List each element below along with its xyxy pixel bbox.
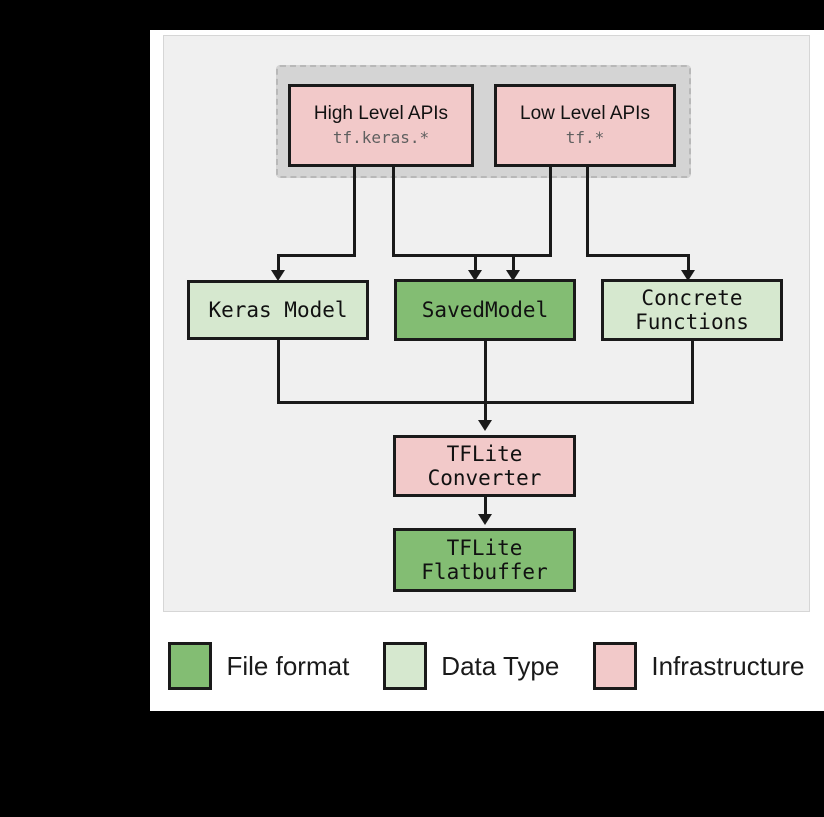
edge-high-api-to-savedmodel-vertical-2 <box>474 254 477 276</box>
edge-high-api-to-savedmodel-vertical-1 <box>392 167 395 256</box>
node-tflite-converter-title-line2: Converter <box>427 466 542 490</box>
node-high-level-apis-subtitle: tf.keras.* <box>332 127 430 147</box>
node-low-level-apis-subtitle: tf.* <box>565 127 605 147</box>
edge-low-api-to-concrete-vertical-2 <box>687 254 690 276</box>
legend-swatch-data-type <box>383 642 428 690</box>
legend: File format Data Type Infrastructure <box>163 630 810 702</box>
arrowhead-to-tflite-converter <box>478 420 492 431</box>
node-keras-model[interactable]: Keras Model <box>187 280 369 340</box>
node-low-level-apis-title: Low Level APIs <box>520 102 650 124</box>
arrowhead-to-concrete-functions <box>681 270 695 281</box>
node-concrete-functions-title-line1: Concrete <box>641 285 743 310</box>
legend-item-infrastructure: Infrastructure <box>593 642 805 690</box>
node-keras-model-title: Keras Model <box>208 297 348 322</box>
arrowhead-to-savedmodel-right <box>506 270 520 281</box>
arrowhead-to-keras-model <box>271 270 285 281</box>
diagram-panel: High Level APIs tf.keras.* Low Level API… <box>163 35 810 612</box>
node-tflite-converter-title-line1: TFLite <box>446 441 523 466</box>
edge-keras-to-bus-vertical <box>277 340 280 404</box>
node-high-level-apis[interactable]: High Level APIs tf.keras.* <box>288 84 474 167</box>
node-low-level-apis[interactable]: Low Level APIs tf.* <box>494 84 676 167</box>
node-saved-model[interactable]: SavedModel <box>394 279 576 341</box>
legend-label-data-type: Data Type <box>441 650 560 681</box>
edge-high-api-to-keras-vertical-1 <box>353 167 356 256</box>
node-concrete-functions-title-line2: Functions <box>635 310 749 334</box>
legend-label-file-format: File format <box>226 650 350 681</box>
diagram-card: High Level APIs tf.keras.* Low Level API… <box>150 30 824 711</box>
edge-savedmodel-to-converter-vertical <box>484 341 487 421</box>
arrowhead-to-tflite-flatbuffer <box>478 514 492 525</box>
legend-item-data-type: Data Type <box>383 642 559 690</box>
legend-swatch-file-format <box>168 642 213 690</box>
node-tflite-flatbuffer-title-line2: Flatbuffer <box>421 560 548 584</box>
node-high-level-apis-title: High Level APIs <box>313 102 449 124</box>
edge-high-api-to-keras-horizontal <box>277 254 356 257</box>
edge-low-api-to-concrete-horizontal <box>586 254 689 257</box>
edge-concrete-to-bus-vertical <box>691 341 694 404</box>
legend-swatch-infrastructure <box>593 642 638 690</box>
edge-low-api-to-savedmodel-vertical-1 <box>549 167 552 256</box>
edge-converter-to-flatbuffer-vertical <box>484 497 487 518</box>
node-saved-model-title: SavedModel <box>421 297 549 322</box>
node-concrete-functions[interactable]: Concrete Functions <box>601 279 783 341</box>
edge-high-api-to-keras-vertical-2 <box>277 254 280 276</box>
legend-item-file-format: File format <box>168 642 349 690</box>
edge-high-api-to-savedmodel-horizontal <box>392 254 477 257</box>
arrowhead-to-savedmodel-left <box>468 270 482 281</box>
node-tflite-flatbuffer-title-line1: TFLite <box>446 535 523 560</box>
node-tflite-converter[interactable]: TFLite Converter <box>393 435 576 497</box>
legend-label-infrastructure: Infrastructure <box>651 650 805 681</box>
node-tflite-flatbuffer[interactable]: TFLite Flatbuffer <box>393 528 576 592</box>
edge-low-api-to-concrete-vertical-1 <box>586 167 589 256</box>
edge-low-api-to-savedmodel-vertical-3 <box>512 254 515 276</box>
